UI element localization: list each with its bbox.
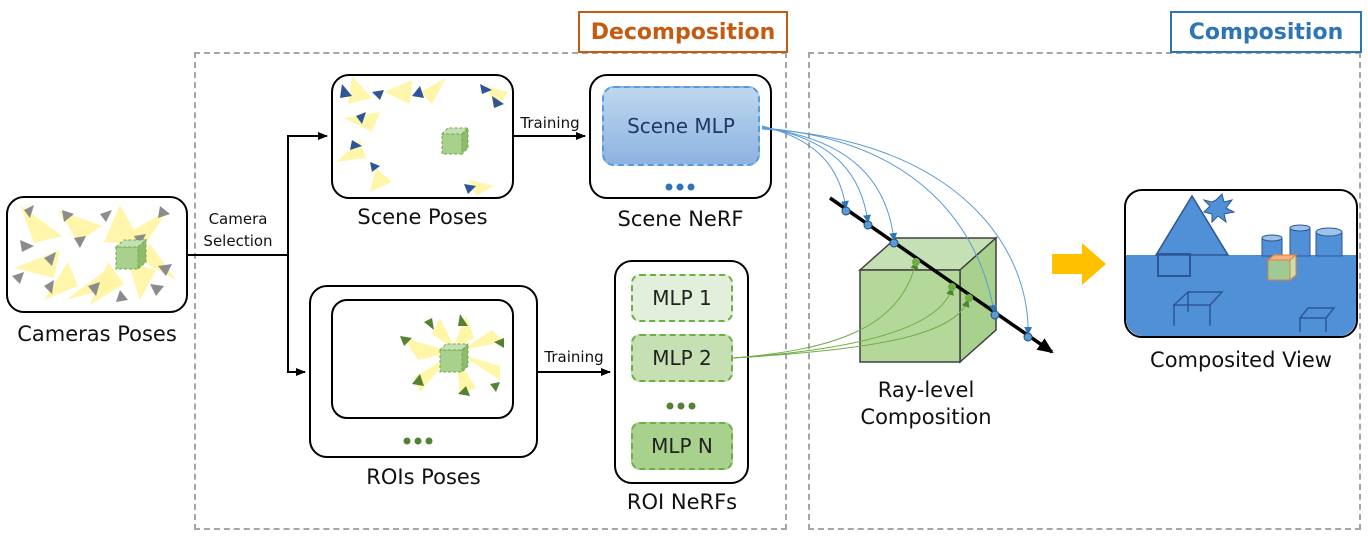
training-label-top: Training	[520, 114, 580, 132]
ray-level-label-1: Ray-level	[877, 378, 975, 402]
cameras-poses-illustration	[12, 205, 176, 305]
mlp-n-block: MLP N	[631, 422, 733, 470]
rois-poses-illustration	[400, 314, 504, 396]
camera-selection-label-2: Selection	[203, 232, 273, 250]
cameras-poses-label: Cameras Poses	[17, 322, 177, 346]
ray-level-label-2: Composition	[860, 405, 992, 429]
roi-nerfs-label: ROI NeRFs	[626, 490, 738, 514]
mlp-1-block: MLP 1	[631, 274, 733, 322]
composited-view-illustration	[1126, 191, 1356, 336]
training-label-bottom: Training	[544, 348, 604, 366]
scene-query-curves	[761, 125, 1033, 335]
camera-selection-label-1: Camera	[208, 210, 268, 228]
mlp-2-block: MLP 2	[631, 334, 733, 382]
rois-poses-inner-box	[331, 299, 514, 419]
composition-arrow	[1052, 243, 1106, 285]
composition-frame	[808, 52, 1361, 530]
scene-ellipsis-dots	[665, 183, 695, 191]
decomposition-tag: Decomposition	[578, 11, 788, 53]
camera-selection-connector	[188, 132, 328, 376]
decomposition-frame	[194, 52, 787, 530]
rois-poses-label: ROIs Poses	[366, 465, 481, 489]
composited-view-label: Composited View	[1150, 348, 1332, 372]
scene-poses-illustration	[336, 76, 508, 196]
ray-sample-points	[841, 206, 1033, 342]
scene-mlp-block: Scene MLP	[602, 86, 760, 166]
composition-tag: Composition	[1170, 11, 1362, 53]
mlps-ellipsis-dots	[666, 402, 696, 410]
scene-nerf-label: Scene NeRF	[617, 207, 744, 231]
rois-ellipsis-dots	[403, 437, 433, 445]
scene-poses-label: Scene Poses	[357, 205, 488, 229]
roi-query-curves	[732, 261, 970, 359]
ray-level-composition-graphic	[829, 196, 1054, 364]
